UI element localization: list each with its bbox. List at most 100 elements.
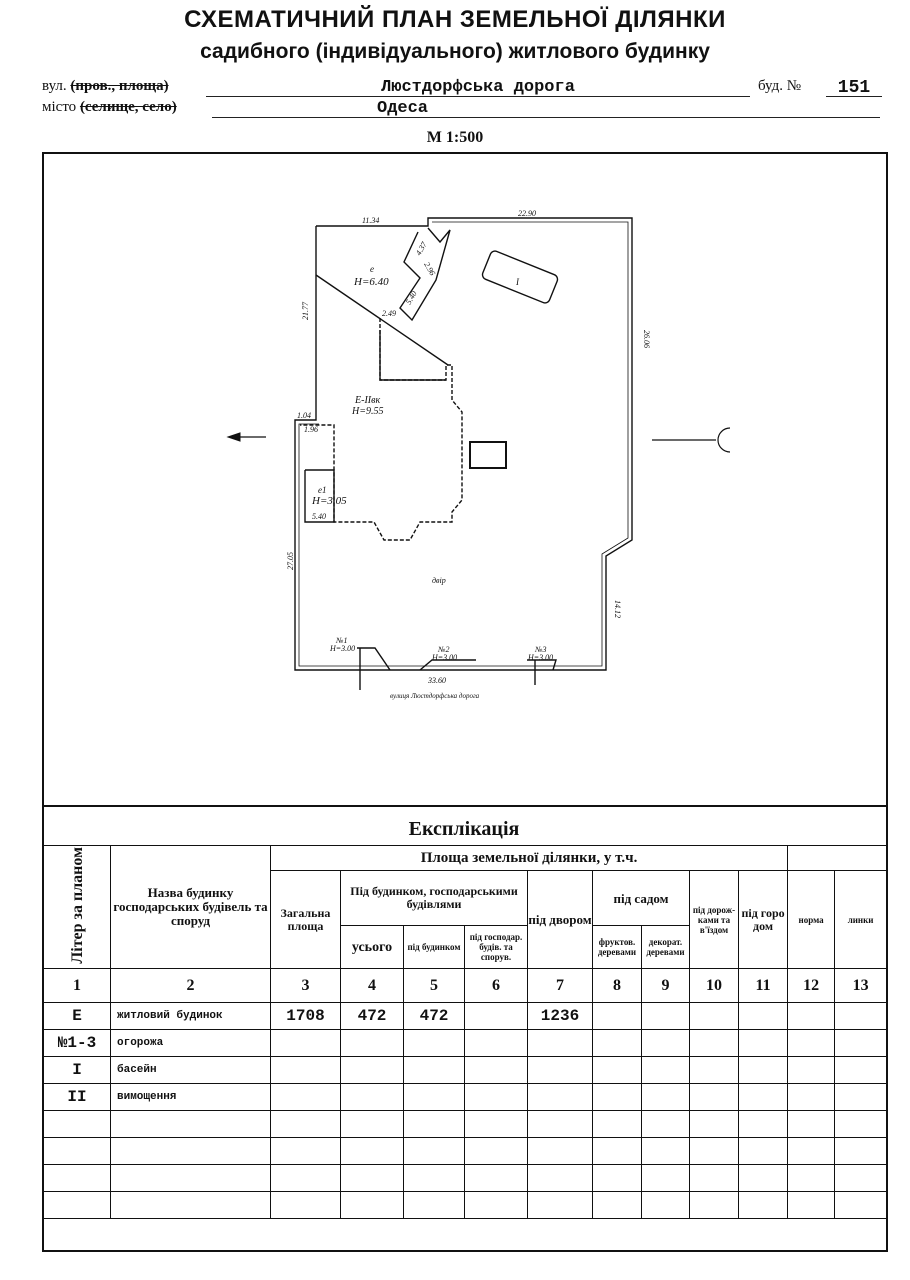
cell-value <box>464 1191 528 1219</box>
fence3-height: Н=3.00 <box>527 653 553 662</box>
cell-value <box>340 1110 404 1138</box>
cell-value <box>270 1137 341 1165</box>
city-struck-options: (селище, село) <box>79 99 177 115</box>
house-main-solid <box>379 330 446 381</box>
entrance-marker-right <box>652 427 731 453</box>
cell-value: 1236 <box>527 1002 593 1030</box>
cell-value <box>689 1002 739 1030</box>
cell-value <box>340 1029 404 1057</box>
cell-value <box>527 1137 593 1165</box>
cell-value: 472 <box>403 1002 465 1030</box>
cell-value <box>340 1056 404 1084</box>
cell-value <box>270 1029 341 1057</box>
cell-value <box>270 1056 341 1084</box>
document-title: СХЕМАТИЧНИЙ ПЛАН ЗЕМЕЛЬНОЇ ДІЛЯНКИ <box>184 6 726 33</box>
explication-title: Експлікація <box>42 805 886 847</box>
dim-right: 26.06 <box>642 330 651 348</box>
column-numbers-row: 1 2 3 4 5 6 7 8 9 10 11 12 13 <box>43 968 888 1003</box>
table-row <box>43 1110 888 1138</box>
header-litera: Літер за планом <box>43 845 111 969</box>
street-value: Люстдорфська дорога <box>381 78 575 97</box>
fence2-name: №2 <box>437 645 450 654</box>
cell-value <box>340 1164 404 1192</box>
table-row <box>43 1164 888 1192</box>
cell-value <box>641 1191 690 1219</box>
dim-left-upper: 21.77 <box>301 301 310 320</box>
table-row <box>43 1137 888 1165</box>
cell-value <box>403 1056 465 1084</box>
cell-value <box>787 1164 836 1192</box>
cell-value: 1708 <box>270 1002 341 1030</box>
cell-value <box>787 1029 836 1057</box>
scale-label: М 1:500 <box>426 129 484 146</box>
header-decorative-trees: декорат. деревами <box>641 925 690 969</box>
dim-wing4: 2.49 <box>382 309 396 318</box>
dim-step-inner: 1.96 <box>304 425 318 434</box>
document-subtitle: садибного (індивідуального) житлового бу… <box>200 40 710 63</box>
cell-value <box>641 1083 690 1111</box>
cell-value <box>527 1056 593 1084</box>
cell-value <box>641 1110 690 1138</box>
cell-value <box>834 1137 888 1165</box>
house-main-outline <box>300 318 463 541</box>
cell-value <box>737 1056 789 1084</box>
fence3-name: №3 <box>534 645 547 654</box>
fence2-height: Н=3.00 <box>431 653 457 662</box>
cell-name: житловий будинок <box>110 1002 271 1030</box>
plot-boundary-inner <box>298 221 629 667</box>
header-area-group: Площа земельної ділянки, у т.ч. <box>269 845 789 871</box>
header-building-group: Під будинком, господарськими будівлями <box>340 870 528 926</box>
cell-name: огорожа <box>110 1029 271 1057</box>
cell-value <box>737 1137 789 1165</box>
header-fruit-trees: фруктов. деревами <box>592 925 642 969</box>
city-field: Одеса <box>212 99 880 118</box>
cell-value <box>834 1002 888 1030</box>
dim-wing2: 2.96 <box>422 261 437 278</box>
house-e-wing <box>399 227 451 322</box>
cell-value <box>464 1029 528 1057</box>
cell-litera: Е <box>43 1002 111 1030</box>
main-height: Н=9.55 <box>351 406 383 417</box>
pool-shape <box>481 250 559 304</box>
cell-value <box>592 1083 642 1111</box>
cell-value <box>403 1137 465 1165</box>
dim-left-step: 1.04 <box>297 411 311 420</box>
cell-value <box>527 1110 593 1138</box>
cell-litera <box>43 1110 111 1138</box>
cell-name <box>110 1164 271 1192</box>
cell-litera: №1-3 <box>43 1029 111 1057</box>
cell-value <box>592 1056 642 1084</box>
city-label: місто <box>42 99 77 115</box>
fence1-name: №1 <box>335 636 348 645</box>
cell-value <box>737 1191 789 1219</box>
cell-value <box>787 1083 836 1111</box>
cell-value <box>340 1191 404 1219</box>
fence-1 <box>357 647 391 671</box>
cell-value <box>787 1110 836 1138</box>
city-label-group: місто (селище, село) <box>42 99 177 116</box>
cell-value <box>403 1029 465 1057</box>
dim-right-lower: 14.12 <box>613 600 622 618</box>
cell-value <box>464 1137 528 1165</box>
cell-name <box>110 1191 271 1219</box>
cell-value <box>641 1164 690 1192</box>
dim-wing1: 4.37 <box>414 240 429 257</box>
pool-label: I <box>515 277 520 287</box>
dim-top-right: 22.90 <box>518 209 536 218</box>
explication-table: Літер за планом Назва будинку господарсь… <box>43 845 888 1219</box>
plan-frame <box>42 152 888 1252</box>
cell-value <box>834 1056 888 1084</box>
cell-value <box>340 1083 404 1111</box>
cell-value <box>270 1083 341 1111</box>
cell-value <box>527 1029 593 1057</box>
cell-litera: I <box>43 1056 111 1084</box>
table-row <box>43 1191 888 1219</box>
cell-value <box>592 1164 642 1192</box>
cell-value <box>834 1083 888 1111</box>
cell-name <box>110 1137 271 1165</box>
e-height: Н=6.40 <box>353 276 389 288</box>
dim-e1-width: 5.40 <box>312 512 326 521</box>
header-total-area: Загальна площа <box>270 870 341 969</box>
dim-left-lower: 27.05 <box>286 552 295 570</box>
